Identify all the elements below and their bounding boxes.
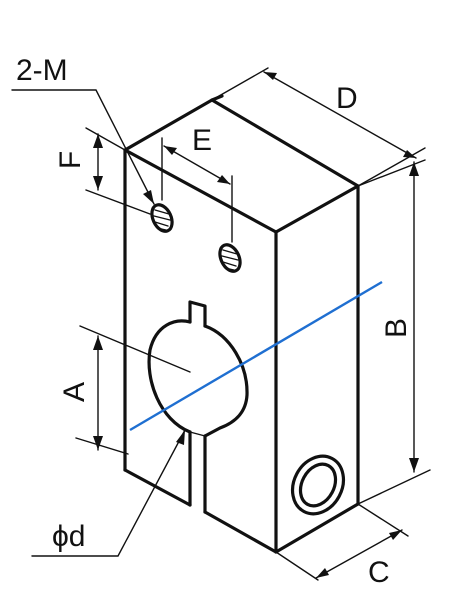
dimension-b: B [357,159,431,505]
label-b: B [380,318,413,338]
right-bottom-edge [274,502,360,554]
bore-outline [147,319,249,438]
centerline [129,280,383,432]
label-a: A [58,382,91,402]
dimension-a: A [58,325,191,455]
label-e: E [192,124,212,157]
front-bottom-right [203,510,278,554]
side-hole [290,454,346,516]
label-d: D [336,82,358,115]
tap-hole-left [150,203,174,233]
leader-2m: 2-M [11,54,155,205]
top-face [123,98,360,234]
label-c: C [368,556,390,589]
keyway [188,300,207,328]
dimension-e: E [161,124,233,243]
label-f: F [54,151,87,169]
dimension-f: F [54,127,151,215]
bore [147,300,249,438]
label-phi-d: ϕd [52,520,86,553]
tap-hole-right [218,243,242,273]
dimension-d: D [211,67,426,187]
block-outline [123,94,360,554]
slot-inner [189,431,206,437]
front-bottom-left [123,468,192,507]
label-2m: 2-M [16,54,68,87]
leader-phi-d: ϕd [31,429,186,557]
tap-holes [150,203,242,273]
dimension-c: C [275,503,409,589]
